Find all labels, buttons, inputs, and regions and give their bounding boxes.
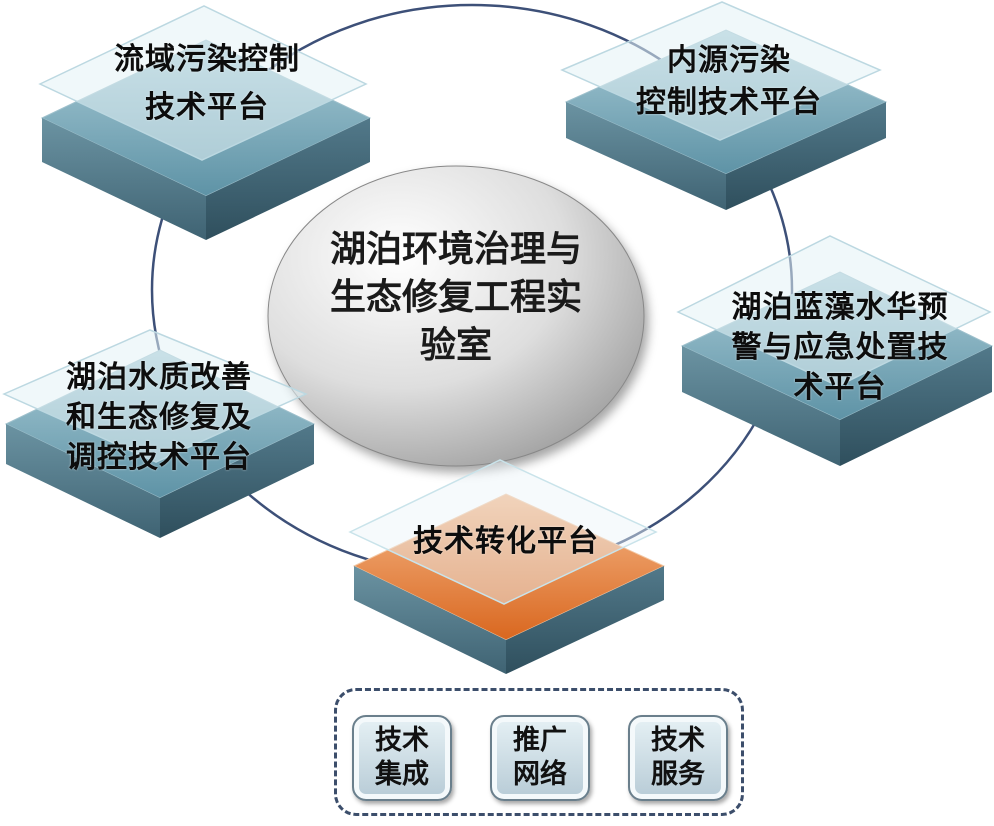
platform-bloom-line-2: 警与应急处置技 bbox=[731, 330, 949, 365]
platform-quality-line-2: 和生态修复及 bbox=[66, 400, 252, 435]
platform-bloom-label: 湖泊蓝藻水华预 警与应急处置技 术平台 bbox=[702, 288, 978, 408]
service-integration-label: 技术集成 bbox=[375, 725, 429, 790]
platform-quality-line-1: 湖泊水质改善 bbox=[66, 360, 252, 395]
platform-quality-line-3: 调控技术平台 bbox=[66, 440, 252, 475]
platform-transfer-label: 技术转化平台 bbox=[390, 522, 622, 562]
platform-transfer-line-1: 技术转化平台 bbox=[413, 524, 599, 559]
service-tech-services: 技术服务 bbox=[628, 715, 728, 801]
center-title-line-1: 湖泊环境治理与 bbox=[329, 229, 582, 270]
platform-basin-line-1: 流域污染控制 bbox=[114, 42, 300, 77]
platform-basin-line-2: 技术平台 bbox=[145, 90, 269, 125]
platform-bloom-line-1: 湖泊蓝藻水华预 bbox=[731, 290, 949, 325]
center-title-line-3: 验室 bbox=[419, 325, 492, 366]
center-title: 湖泊环境治理与 生态修复工程实 验室 bbox=[300, 226, 612, 370]
platform-transfer bbox=[348, 459, 666, 674]
platform-basin-label: 流域污染控制 技术平台 bbox=[62, 36, 352, 132]
platform-bloom-line-3: 术平台 bbox=[793, 370, 887, 405]
platform-internal-line-1: 内源污染 bbox=[667, 43, 791, 78]
platform-quality bbox=[2, 329, 316, 538]
platform-internal-line-2: 控制技术平台 bbox=[636, 85, 822, 120]
center-title-line-2: 生态修复工程实 bbox=[329, 277, 582, 318]
service-integration: 技术集成 bbox=[352, 715, 452, 801]
platform-internal-label: 内源污染 控制技术平台 bbox=[594, 40, 864, 124]
platform-quality-label: 湖泊水质改善 和生态修复及 调控技术平台 bbox=[40, 358, 278, 478]
center-disc bbox=[267, 165, 645, 467]
services-frame bbox=[334, 688, 744, 816]
platform-basin bbox=[38, 5, 372, 240]
service-tech-services-label: 技术服务 bbox=[651, 725, 705, 790]
platform-internal bbox=[560, 1, 888, 210]
service-promotion-network-label: 推广网络 bbox=[513, 725, 567, 790]
service-promotion-network: 推广网络 bbox=[490, 715, 590, 801]
platform-bloom bbox=[676, 235, 994, 466]
